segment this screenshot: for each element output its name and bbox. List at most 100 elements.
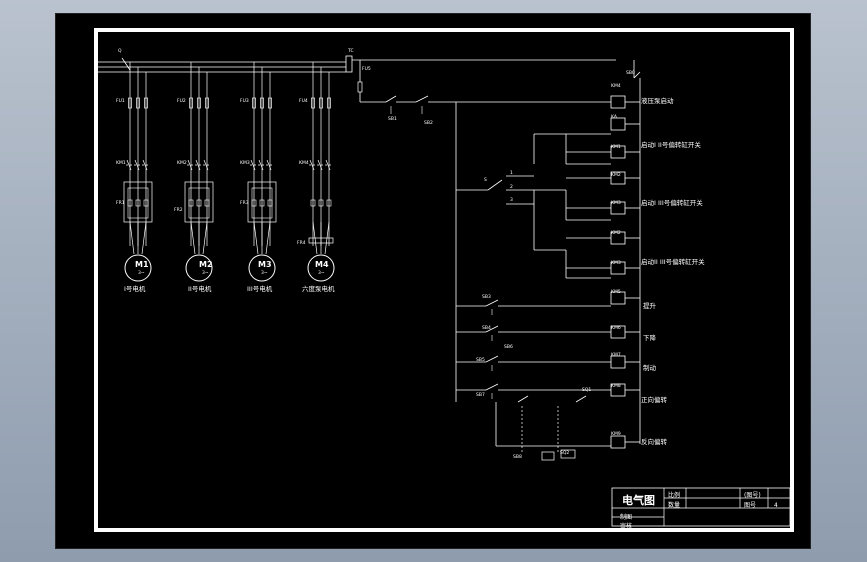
selector-pos-3: 3 [510,198,513,203]
contactor-contact-m4-1 [309,159,315,171]
fuse-m4-1 [311,97,315,109]
limit-switch-label-2: SQ2 [560,451,570,456]
contactor-contact-m1-3 [142,159,148,171]
overload-label-1: FR1 [116,201,125,206]
motor-lead-m3-3 [265,221,271,255]
rung-desc-7: 制动 [643,364,656,372]
title-block-drawing-name: 电气图 [622,494,655,507]
motor-lead-m2-1 [190,221,196,255]
transformer-label: TC [348,49,354,54]
rung-desc-4: 启动II III号偏转缸开关 [641,258,705,266]
selector-pos-2: 2 [510,185,513,190]
title-block-frame [611,487,791,527]
contactor-contact-m4-2 [317,159,323,171]
rung-desc-8: 正向偏转 [641,396,667,404]
coil-label-5: KM3 [611,201,621,206]
control-transformer [345,55,353,73]
motor-phase-1: 3~ [138,271,145,276]
button-label-sb3: SB3 [482,295,491,300]
overload-label-2: FR2 [174,208,183,213]
button-fwd-contact [485,383,499,391]
motor-caption-3: III号电机 [247,285,273,293]
schematic-canvas [94,28,794,532]
button-brake-contact [485,355,499,363]
title-block-row2-right: 4 [774,502,778,509]
fuse-m1-1 [128,97,132,109]
emergency-stop-contact [633,71,641,79]
drawing-sheet: I号电机 II号电机 III号电机 六度泵电机 M1 M2 M3 M4 3~ 3… [56,14,810,548]
relay-coil-12 [610,435,626,449]
contactor-contact-m3-3 [266,159,272,171]
overload-label-4: FR4 [297,241,306,246]
fuse-label-2: FU2 [177,99,186,104]
motor-lead-m1-3 [141,221,147,255]
contactor-label-4: KM4 [299,161,309,166]
rung-desc-2: 启动I II号偏转缸开关 [641,141,701,149]
coil-label-7: KM3 [611,261,621,266]
motor-caption-4: 六度泵电机 [302,285,335,293]
contactor-contact-m2-2 [195,159,201,171]
overload-element-m3-2 [259,199,265,207]
motor-caption-2: II号电机 [188,285,212,293]
title-block-row2-mid: 图号 [744,502,757,509]
selector-blade [487,179,503,191]
coil-label-6: KM2 [611,231,621,236]
button-label-sb8: SB8 [513,455,522,460]
rung-desc-1: 液压泵启动 [641,97,674,105]
overload-element-m4-2 [318,199,324,207]
contactor-label-2: KM2 [177,161,187,166]
motor-id-1: M1 [135,260,149,269]
motor-id-2: M2 [199,260,213,269]
control-fuse [357,81,363,93]
fuse-label-4: FU4 [299,99,308,104]
overload-label-3: FR3 [240,201,249,206]
motor-phase-2: 3~ [202,271,209,276]
coil-label-9: KM6 [611,326,621,331]
start-button-label: SB2 [424,121,433,126]
motor-phase-4: 3~ [318,271,325,276]
rung-desc-3: 启动I III号偏转缸开关 [641,199,703,207]
rung-desc-6: 下降 [643,334,656,342]
button-lift-contact [485,299,499,307]
coil-label-3: KM1 [611,145,621,150]
motor-3-symbol [248,254,276,282]
limit-switch-box-1 [541,451,555,461]
coil-label-11: KM8 [611,384,621,389]
coil-label-8: KM5 [611,290,621,295]
motor-lead-m2-3 [202,221,208,255]
motor-2-symbol [185,254,213,282]
fuse-m2-1 [189,97,193,109]
motor-lead-m3-1 [253,221,259,255]
coil-label-10: KM7 [611,353,621,358]
overload-element-m1-2 [135,199,141,207]
fuse-label-3: FU3 [240,99,249,104]
button-label-sb7: SB7 [476,393,485,398]
coil-label-4: KM2 [611,173,621,178]
fuse-m3-1 [252,97,256,109]
stop-button-contact [385,95,397,103]
button-label-sb4: SB4 [482,326,491,331]
motor-lead-m4-3 [324,221,330,255]
interlock-contact-1 [517,395,529,403]
fuse-m3-2 [260,97,264,109]
motor-4-symbol [307,254,335,282]
fuse-label-1: FU1 [116,99,125,104]
motor-lead-m4-1 [312,221,318,255]
contactor-label-1: KM1 [116,161,126,166]
coil-label-1: KM4 [611,84,621,89]
contactor-contact-m1-1 [126,159,132,171]
main-switch-label: Q [118,49,122,54]
button-label-sb6: SB6 [504,345,513,350]
overload-inner-m1 [127,187,149,219]
stop-button-label: SB1 [388,117,397,122]
contactor-contact-m4-3 [325,159,331,171]
fuse-m2-2 [197,97,201,109]
motor-caption-1: I号电机 [124,285,146,293]
contactor-contact-m2-1 [187,159,193,171]
title-block-review-label: 审核 [620,523,633,530]
fuse-m4-3 [327,97,331,109]
button-label-sb5: SB5 [476,358,485,363]
overload-inner-m2 [188,187,210,219]
rung-desc-5: 提升 [643,302,656,310]
contactor-contact-m1-2 [134,159,140,171]
